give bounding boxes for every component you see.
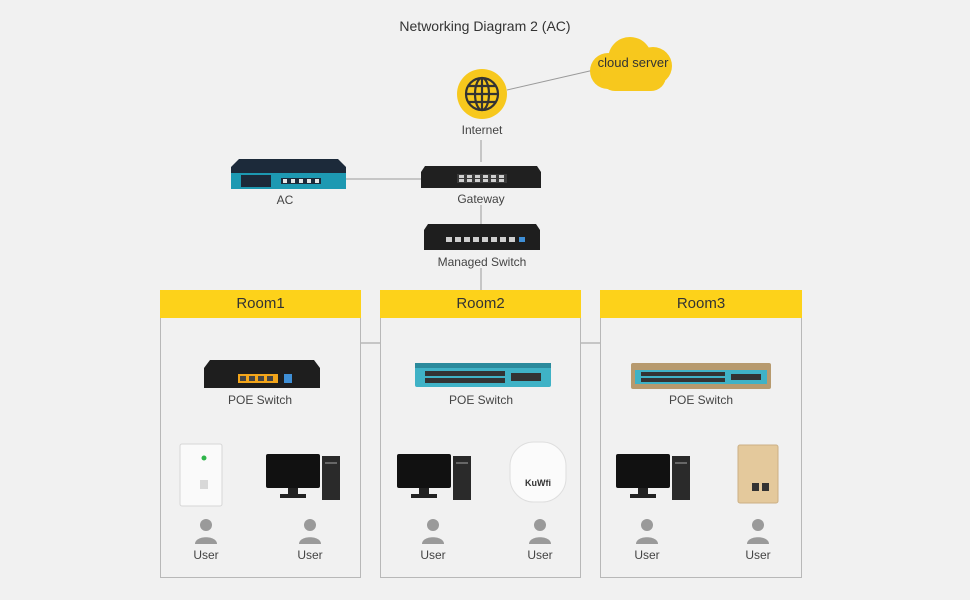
poe-switch-icon (631, 363, 771, 389)
internet-label: Internet (461, 123, 503, 137)
user-label: User (297, 548, 323, 562)
room-title: Room2 (380, 290, 581, 318)
monitor-icon (395, 452, 473, 502)
globe-icon (457, 69, 507, 119)
room-3: Room3 (600, 290, 802, 578)
managed-switch-icon (424, 224, 540, 250)
user-label: User (193, 548, 219, 562)
room-2: Room2 (380, 290, 581, 578)
user-label: User (745, 548, 771, 562)
monitor-icon (264, 452, 342, 502)
gateway-router-icon (421, 166, 541, 188)
user-icon (746, 517, 770, 545)
poe-switch-label: POE Switch (448, 393, 514, 407)
ac-label: AC (276, 193, 294, 207)
room-1: Room1 (160, 290, 361, 578)
monitor-icon (614, 452, 692, 502)
diagram-title: Networking Diagram 2 (AC) (399, 18, 571, 34)
user-icon (194, 517, 218, 545)
cloud-server-label: cloud server (597, 55, 669, 70)
user-icon (421, 517, 445, 545)
router-icon (231, 159, 346, 189)
wall-access-point-icon (178, 442, 224, 508)
user-label: User (527, 548, 553, 562)
room-title: Room1 (160, 290, 361, 318)
cloud-icon: cloud server (590, 35, 676, 95)
user-label: User (634, 548, 660, 562)
gateway-label: Gateway (457, 192, 505, 206)
wall-access-point-icon (736, 443, 780, 505)
access-point-brand: KuWfi (525, 478, 551, 488)
user-icon (528, 517, 552, 545)
user-label: User (420, 548, 446, 562)
poe-switch-label: POE Switch (668, 393, 734, 407)
room-title: Room3 (600, 290, 802, 318)
poe-switch-label: POE Switch (227, 393, 293, 407)
poe-switch-icon (204, 360, 320, 388)
poe-switch-icon (415, 363, 551, 387)
access-point-icon: KuWfi (508, 440, 568, 504)
user-icon (635, 517, 659, 545)
managed-switch-label: Managed Switch (437, 255, 527, 269)
user-icon (298, 517, 322, 545)
